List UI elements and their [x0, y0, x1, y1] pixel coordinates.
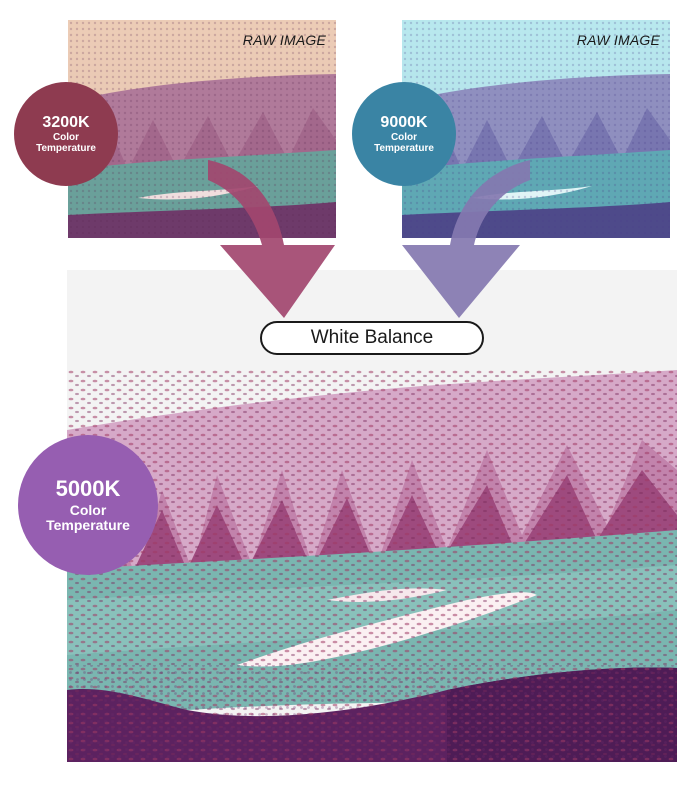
temperature-caption-line2: Temperature: [374, 142, 434, 154]
raw-image-label: RAW IMAGE: [576, 32, 660, 48]
temperature-value: 5000K: [55, 475, 121, 501]
temperature-caption-line1: Color: [69, 501, 107, 518]
temperature-value: 9000K: [380, 114, 428, 132]
temperature-caption-line2: Temperature: [36, 142, 96, 154]
color-temperature-badge-3200k: 3200K Color Temperature: [14, 82, 118, 186]
color-temperature-badge-9000k: 9000K Color Temperature: [352, 82, 456, 186]
color-temperature-badge-5000k: 5000K Color Temperature: [18, 435, 158, 575]
raw-image-label: RAW IMAGE: [242, 32, 326, 48]
temperature-caption-line1: Color: [52, 131, 80, 143]
temperature-caption-line1: Color: [390, 131, 418, 143]
white-balance-label: White Balance: [260, 321, 484, 355]
temperature-caption-line2: Temperature: [46, 517, 130, 534]
temperature-value: 3200K: [42, 114, 90, 132]
